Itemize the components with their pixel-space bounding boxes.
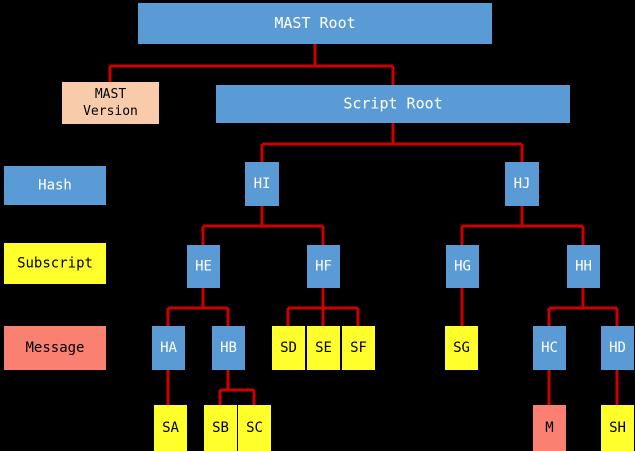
- node-script-root-label: Script Root: [343, 95, 442, 113]
- node-sd-label: SD: [280, 340, 297, 356]
- node-mast-version[interactable]: MAST Version: [62, 82, 159, 124]
- legend-item-message-rect: [4, 326, 106, 370]
- node-sh-label: SH: [609, 420, 626, 436]
- edge-HB-children: [218, 370, 256, 405]
- node-hh-rect: [567, 245, 600, 288]
- node-se-rect: [307, 326, 340, 370]
- node-hh-label: HH: [575, 259, 592, 275]
- node-sh[interactable]: SH: [601, 405, 634, 451]
- node-sb-rect: [204, 405, 237, 451]
- node-sa-label: SA: [162, 420, 179, 436]
- node-sc-rect: [238, 405, 271, 451]
- node-hj-rect: [505, 162, 539, 206]
- node-hd-rect: [601, 326, 634, 370]
- edge-HI-children: [201, 206, 325, 245]
- edge-HE-children: [166, 288, 230, 326]
- node-hf[interactable]: HF: [307, 245, 340, 288]
- legend-item-message: Message: [4, 326, 106, 370]
- node-ha-rect: [152, 326, 185, 370]
- node-hi-rect: [245, 162, 279, 206]
- node-hc-rect: [533, 326, 566, 370]
- node-hg-rect: [446, 245, 479, 288]
- node-hi-label: HI: [254, 176, 271, 192]
- node-sf-label: SF: [350, 340, 367, 356]
- node-sf[interactable]: SF: [342, 326, 375, 370]
- legend-item-subscript-label: Subscript: [17, 256, 93, 272]
- edge-HH-children: [547, 288, 619, 326]
- node-mast-version-rect: [62, 82, 159, 124]
- node-he-label: HE: [195, 259, 212, 275]
- node-sb-label: SB: [212, 420, 229, 436]
- edge-HF-children: [286, 288, 360, 326]
- node-hd[interactable]: HD: [601, 326, 634, 370]
- node-m[interactable]: M: [533, 405, 566, 451]
- node-hb-label: HB: [220, 340, 237, 356]
- node-sa-rect: [154, 405, 187, 451]
- node-sb[interactable]: SB: [204, 405, 237, 451]
- node-hc-label: HC: [541, 340, 558, 356]
- node-mast-version-label: Version: [83, 104, 138, 119]
- node-hd-label: HD: [609, 340, 626, 356]
- node-sc[interactable]: SC: [238, 405, 271, 451]
- node-hb-rect: [212, 326, 245, 370]
- node-se-label: SE: [315, 340, 332, 356]
- node-hh[interactable]: HH: [567, 245, 600, 288]
- node-hf-rect: [307, 245, 340, 288]
- node-he[interactable]: HE: [187, 245, 220, 288]
- node-hb[interactable]: HB: [212, 326, 245, 370]
- node-hj[interactable]: HJ: [505, 162, 539, 206]
- node-hf-label: HF: [315, 259, 332, 275]
- node-m-label: M: [545, 420, 553, 436]
- node-sa[interactable]: SA: [154, 405, 187, 451]
- node-sg-rect: [445, 326, 478, 370]
- node-mast-root-label: MAST Root: [274, 14, 355, 32]
- node-he-rect: [187, 245, 220, 288]
- legend-item-subscript-rect: [4, 243, 106, 284]
- node-mast-root[interactable]: MAST Root: [138, 3, 492, 44]
- node-mast-root-rect: [138, 3, 492, 44]
- node-hi[interactable]: HI: [245, 162, 279, 206]
- edge-HJ-children: [460, 206, 585, 245]
- node-sg[interactable]: SG: [445, 326, 478, 370]
- node-sd-rect: [272, 326, 305, 370]
- edge-scriptroot-children: [260, 123, 524, 162]
- node-hg-label: HG: [454, 259, 471, 275]
- legend-item-hash-label: Hash: [38, 178, 72, 194]
- node-sd[interactable]: SD: [272, 326, 305, 370]
- node-sg-label: SG: [453, 340, 470, 356]
- node-se[interactable]: SE: [307, 326, 340, 370]
- node-sc-label: SC: [246, 420, 263, 436]
- edges-layer: [108, 44, 619, 405]
- edge-mastroot-children: [108, 44, 395, 85]
- node-hj-label: HJ: [514, 176, 531, 192]
- node-hc[interactable]: HC: [533, 326, 566, 370]
- legend-item-hash: Hash: [4, 166, 106, 205]
- legend-item-message-label: Message: [25, 340, 84, 356]
- node-sh-rect: [601, 405, 634, 451]
- node-script-root-rect: [216, 85, 570, 123]
- node-script-root[interactable]: Script Root: [216, 85, 570, 123]
- node-m-rect: [533, 405, 566, 451]
- node-ha[interactable]: HA: [152, 326, 185, 370]
- legend-item-subscript: Subscript: [4, 243, 106, 284]
- node-ha-label: HA: [160, 340, 177, 356]
- node-sf-rect: [342, 326, 375, 370]
- legend-item-hash-rect: [4, 166, 106, 205]
- node-mast-version-label: MAST: [95, 87, 126, 102]
- node-hg[interactable]: HG: [446, 245, 479, 288]
